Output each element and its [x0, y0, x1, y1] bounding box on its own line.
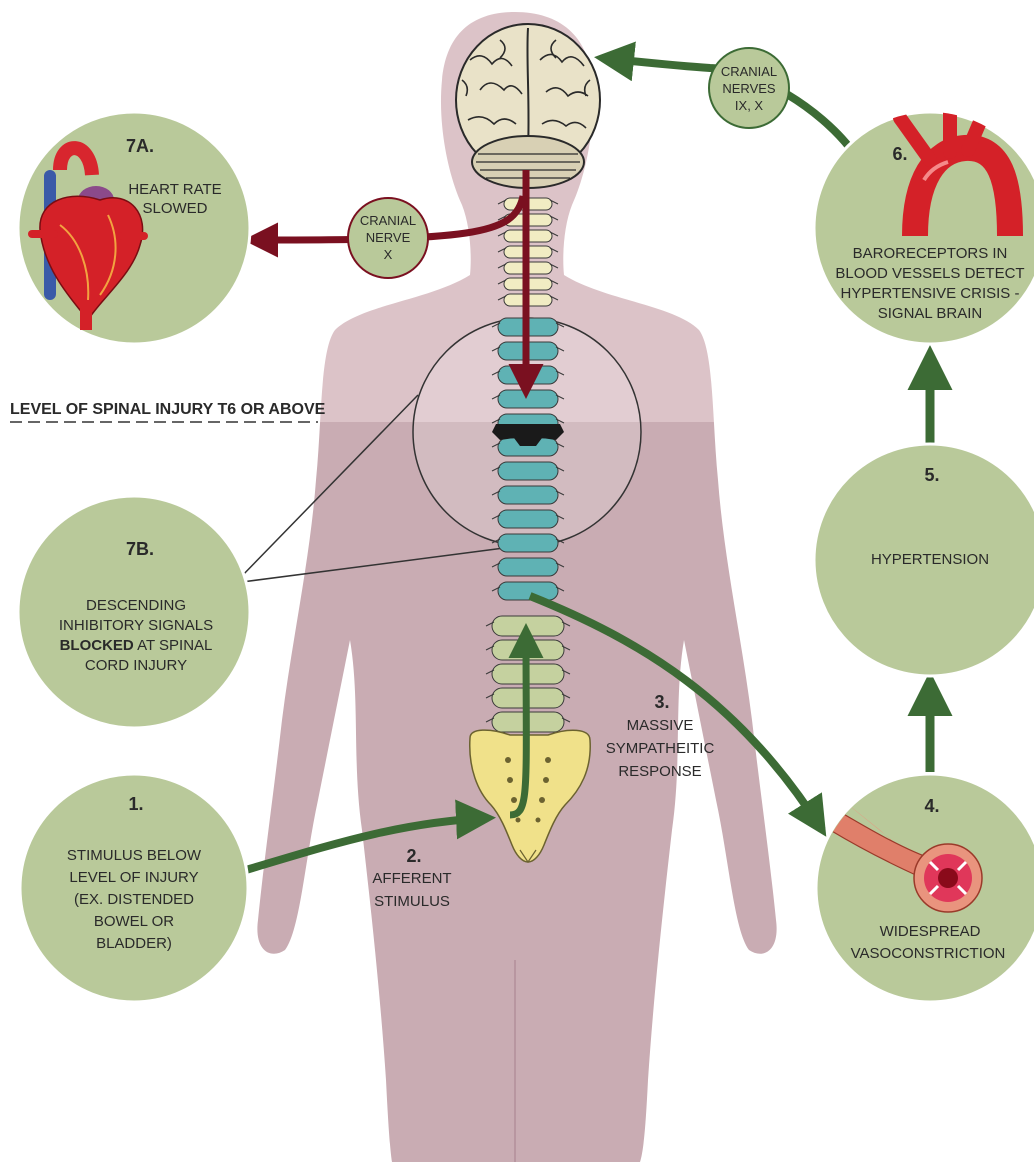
step-7b-line4: CORD INJURY [85, 657, 187, 674]
brain-illustration [456, 24, 600, 188]
cranial-nerve-x-line3: X [384, 247, 393, 262]
step-2-number: 2. [406, 846, 421, 866]
step-3-number: 3. [654, 692, 669, 712]
step-4-line2: VASOCONSTRICTION [851, 945, 1006, 962]
injury-level-text: LEVEL OF SPINAL INJURY T6 OR ABOVE [10, 401, 326, 418]
step-5-circle: 5. HYPERTENSION [814, 444, 1034, 676]
step-6-line1: BARORECEPTORS IN [853, 245, 1008, 262]
step-1-circle: 1. STIMULUS BELOW LEVEL OF INJURY (EX. D… [20, 774, 248, 1002]
step-4-number: 4. [924, 796, 939, 816]
step-3-line2: SYMPATHEITIC [606, 740, 715, 757]
step-6-line4: SIGNAL BRAIN [878, 305, 982, 322]
step-2-line1: AFFERENT [372, 870, 451, 887]
step-7a-number: 7A. [126, 136, 154, 156]
step-1-line1: STIMULUS BELOW [67, 847, 202, 864]
cranial-nerve-x-line1: CRANIAL [360, 213, 416, 228]
step-2-line2: STIMULUS [374, 893, 450, 910]
vertebra [492, 510, 564, 528]
step-4-line1: WIDESPREAD [880, 923, 981, 940]
cranial-nerves-line2: NERVES [722, 81, 776, 96]
step-7b-line3-rest: AT SPINAL [134, 637, 213, 654]
cranial-nerves-line3: IX, X [735, 98, 764, 113]
step-4-circle: 4. WIDESPREAD VASOCONSTRICTION [816, 774, 1034, 1002]
vertebra [492, 390, 564, 408]
step-1-line3: (EX. DISTENDED [74, 891, 194, 908]
step-6-line2: BLOOD VESSELS DETECT [835, 265, 1024, 282]
cranial-nerve-x-badge: CRANIAL NERVE X [348, 198, 428, 278]
step-7b-line3: BLOCKED AT SPINAL [60, 637, 213, 654]
step-1-number: 1. [128, 794, 143, 814]
cranial-nerves-ix-x-badge: CRANIAL NERVES IX, X [709, 48, 789, 128]
vertebra [492, 462, 564, 480]
step-7b-blocked: BLOCKED [60, 637, 134, 654]
vertebra [492, 534, 564, 552]
step-7a-line2: SLOWED [142, 200, 207, 217]
vertebra [492, 486, 564, 504]
vertebra [492, 582, 564, 600]
step-1-line5: BLADDER) [96, 935, 172, 952]
step-6-number: 6. [892, 144, 907, 164]
cranial-nerve-x-line2: NERVE [366, 230, 411, 245]
step-7b-number: 7B. [126, 539, 154, 559]
step-7b-line2: INHIBITORY SIGNALS [59, 617, 213, 634]
cranial-nerves-line1: CRANIAL [721, 64, 777, 79]
step-6-line3: HYPERTENSIVE CRISIS - [841, 285, 1020, 302]
injury-level-label: LEVEL OF SPINAL INJURY T6 OR ABOVE [10, 401, 326, 422]
step-7a-circle: 7A. HEART RATE SLOWED [18, 112, 250, 344]
step-7a-line1: HEART RATE [128, 181, 221, 198]
step-1-line2: LEVEL OF INJURY [69, 869, 198, 886]
vertebra [492, 558, 564, 576]
step-3-line3: RESPONSE [618, 763, 701, 780]
step-5-number: 5. [924, 465, 939, 485]
step-7b-circle: 7B. DESCENDING INHIBITORY SIGNALS BLOCKE… [18, 496, 250, 728]
step-3-line1: MASSIVE [627, 717, 694, 734]
step-1-line4: BOWEL OR [94, 913, 174, 930]
step-7b-line1: DESCENDING [86, 597, 186, 614]
step-5-line1: HYPERTENSION [871, 551, 989, 568]
